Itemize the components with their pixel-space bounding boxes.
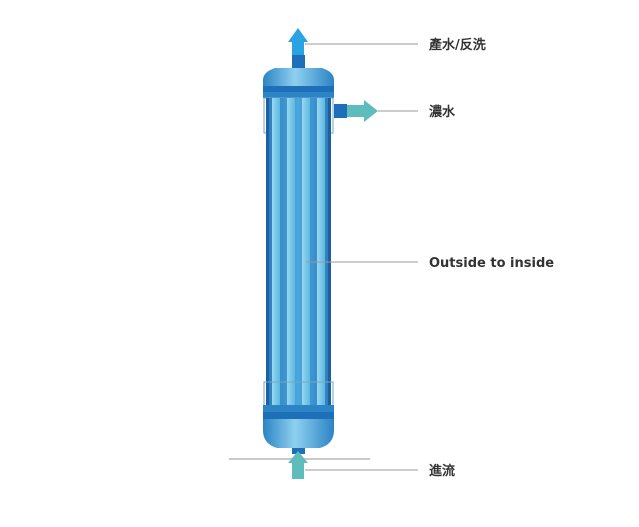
- arrow-up-icon: [288, 28, 308, 55]
- concentrate-outlet: [334, 100, 378, 122]
- outlet-pipe: [292, 55, 305, 71]
- hollow-fibers: [272, 98, 325, 418]
- label-concentrate: 濃水: [429, 104, 456, 120]
- fiber: [287, 98, 295, 418]
- fiber: [272, 98, 280, 418]
- label-product-backwash: 產水/反洗: [428, 37, 486, 53]
- product-outlet: [288, 28, 308, 71]
- arrow-right-icon: [347, 100, 378, 122]
- fiber: [317, 98, 325, 418]
- side-pipe: [334, 104, 347, 118]
- label-flow-mode: Outside to inside: [429, 256, 554, 271]
- feed-inlet: [288, 448, 308, 479]
- bottom-cap: [263, 381, 334, 448]
- fiber: [302, 98, 310, 418]
- arrow-up-icon: [288, 451, 308, 479]
- label-feed: 進流: [429, 463, 455, 479]
